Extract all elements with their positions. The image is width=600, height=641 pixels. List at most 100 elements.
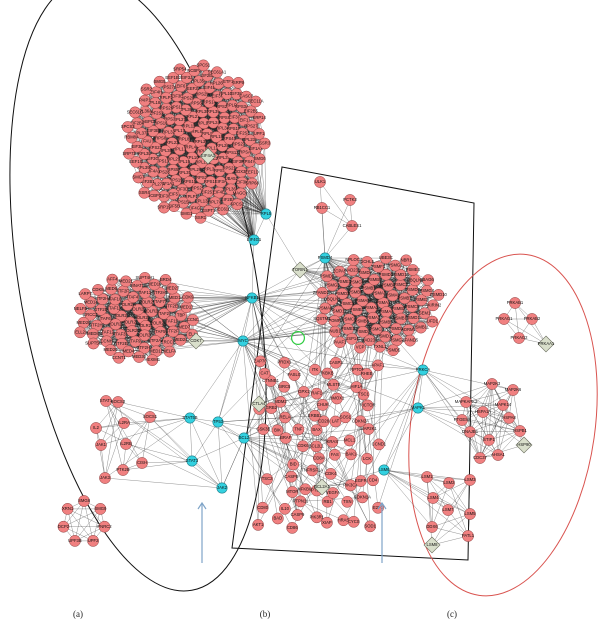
edge [243, 437, 319, 459]
edge [314, 295, 393, 416]
node-label: SUPT4H1 [135, 275, 155, 280]
node-label: MED21 [119, 278, 134, 283]
pathway-gene-node: CDK6 [297, 440, 309, 452]
top-gene-node: PCTK3 [343, 194, 357, 206]
decay-gene-node: PNRC2 [97, 520, 112, 533]
node-label: TNFRSF1A [301, 468, 323, 473]
hub-node-myc: MYC [237, 335, 249, 347]
node-label: PSMB11 [413, 325, 430, 330]
edge [263, 393, 317, 430]
cytokine-gene-node: JAK3 [99, 472, 111, 484]
hub-node-eif4g1: EIF4G1 [247, 234, 262, 246]
panel-labels: (a) (b) (c) [73, 609, 457, 619]
node-label: PRKAB1 [507, 300, 524, 305]
node-label: RELA [280, 415, 291, 420]
node-label: MED20 [104, 347, 119, 352]
node-label: RPL24 [207, 120, 220, 125]
lsm-gene-node: LSM3 [464, 474, 476, 486]
node-label: GPX1 [298, 389, 310, 394]
pathway-gene-node: CD86 [286, 522, 298, 534]
edge [260, 257, 326, 362]
node-label: MED27 [165, 286, 180, 291]
ampk-gene-node: PRKAB1 [507, 297, 524, 309]
pathway-gene-node: XIAP [321, 516, 333, 529]
node-label: MED4 [123, 349, 135, 354]
edge [417, 407, 521, 432]
edge [312, 428, 369, 471]
node-label: UBQLN1 [324, 297, 341, 302]
node-label: CDC37 [473, 455, 487, 460]
node-label: TSC1 [358, 392, 369, 397]
node-label: SEC61A1 [208, 69, 227, 74]
chaperone-gene-node: MAP2K6 [505, 384, 522, 396]
node-label: UPF1 [254, 131, 265, 136]
node-label: DDX6 [426, 524, 438, 529]
node-label: ZAP70 [254, 358, 267, 363]
edge [243, 437, 363, 498]
node-label: MAGOH [233, 191, 249, 196]
node-label: TP53 [213, 419, 224, 424]
node-label: RPL32 [162, 129, 175, 134]
node-label: HRAS [338, 517, 350, 522]
pathway-gene-node: BCL2L1 [309, 440, 325, 453]
node-label: PSMD9 [320, 273, 335, 278]
node-label: UBE3C [379, 255, 393, 260]
edge [83, 500, 94, 541]
node-label: ERBB2 [308, 413, 322, 418]
node-label: FASLG [288, 372, 302, 377]
edge [461, 419, 499, 456]
node-label: RPL8 [179, 137, 190, 142]
node-label: HSP90 [517, 442, 531, 447]
node-label: EIF1 [239, 118, 249, 123]
chaperone-gene-node: HSPB1 [513, 425, 528, 437]
edge [165, 279, 244, 342]
node-label: MNAT1 [130, 283, 145, 288]
node-label: NFKB1 [245, 295, 259, 300]
node-label: LSM6 [379, 467, 391, 472]
node-label: PSME3 [341, 326, 356, 331]
node-label: CASP9 [291, 512, 305, 517]
edge [105, 400, 193, 462]
node-label: TBP [177, 313, 185, 318]
node-label: TAF3 [116, 332, 127, 337]
node-label: RPL23 [166, 140, 179, 145]
pathway-gene-node: AKT1 [252, 519, 264, 531]
edge [257, 361, 261, 525]
edge [422, 369, 510, 419]
edge [324, 225, 353, 259]
nodes: RPL3RPL4RPL6RPL7RPL8RPL9RPL10RPL11RPL12R… [57, 59, 555, 554]
node-label: RPL29 [167, 156, 180, 161]
node-label: RBM8A [124, 135, 139, 140]
pathway-gene-node: ITK [309, 363, 321, 376]
node-label: SRP9 [233, 80, 245, 85]
pathway-gene-node: CD4 [367, 474, 379, 487]
node-label: SMG6 [254, 156, 267, 161]
node-label: AFF4 [107, 277, 118, 282]
node-label: PRKCA [416, 367, 431, 372]
edge [242, 261, 368, 342]
node-label: GRB2 [266, 405, 278, 410]
edge [242, 288, 369, 342]
drug-node-lsm8: LSM8 [423, 536, 441, 554]
edge [67, 508, 94, 542]
edge [251, 239, 255, 299]
node-label: SMG5 [154, 79, 167, 84]
node-label: RPL10 [186, 155, 199, 160]
edge [192, 319, 244, 342]
node-label: CDK9 [182, 295, 194, 300]
node-label: SMG1 [180, 211, 193, 216]
node-label: EEF1G [129, 159, 143, 164]
edge [105, 400, 223, 489]
node-label: BAG6 [423, 277, 435, 282]
node-label: PSMD6 [405, 287, 420, 292]
node-label: POLR2I [150, 320, 165, 325]
edge [217, 297, 253, 423]
node-label: PSMA8 [318, 305, 333, 310]
edge [74, 508, 101, 542]
edge [324, 257, 328, 523]
edge [465, 401, 521, 432]
node-label: SEC11A [248, 99, 264, 104]
node-label: AHSA1 [491, 452, 505, 457]
node-label: LARP7 [79, 291, 93, 296]
